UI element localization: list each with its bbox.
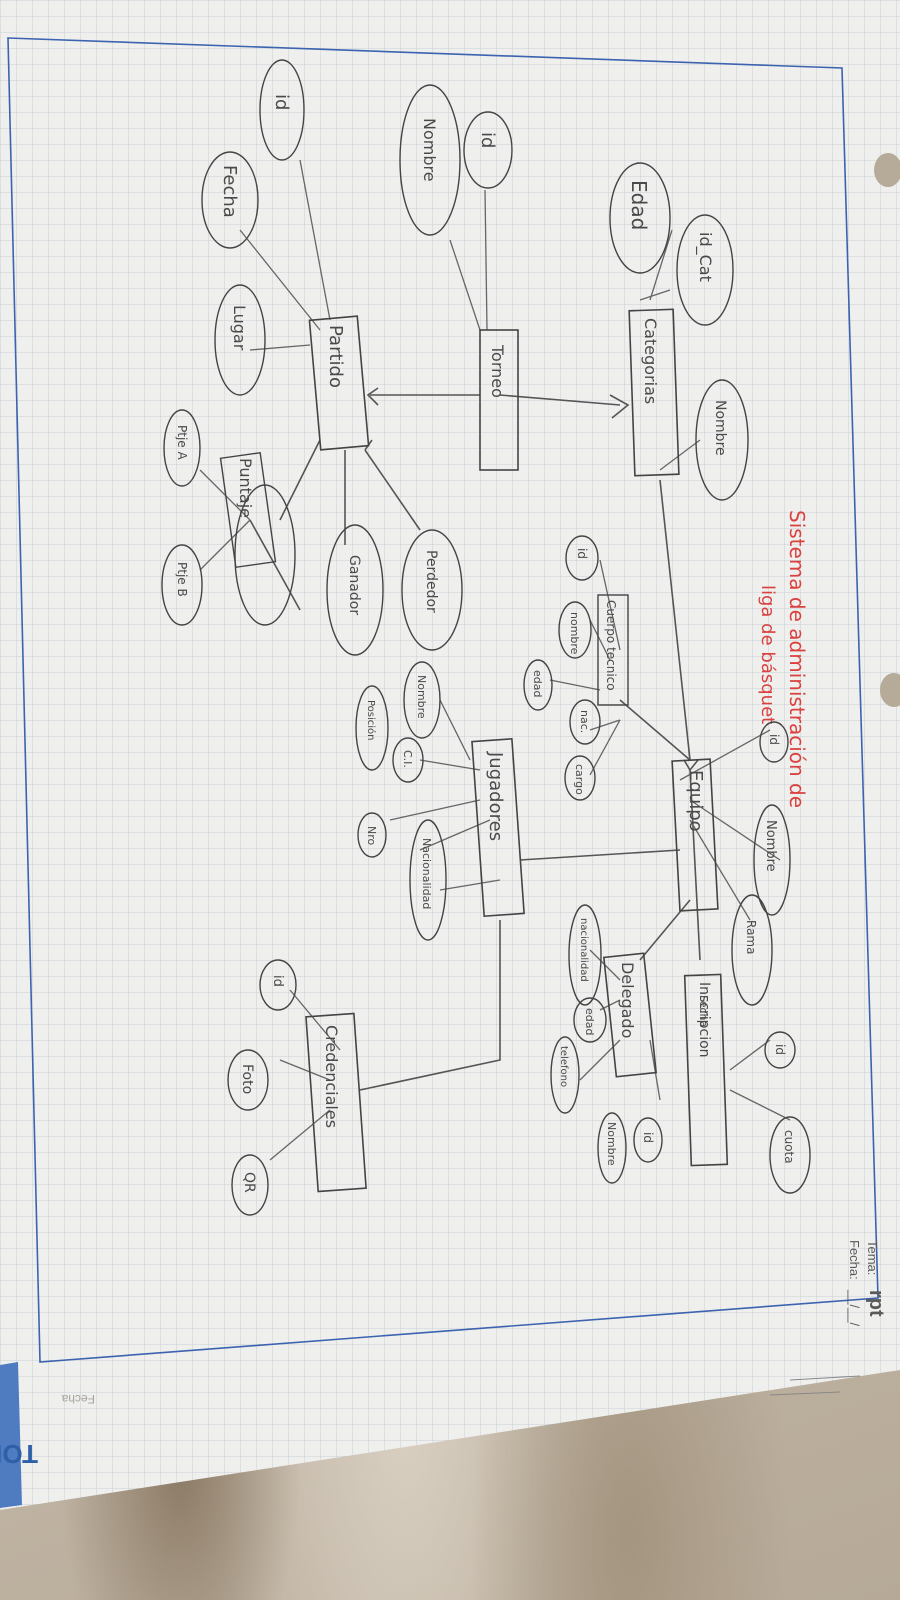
attr-ins-fecha: Fecha bbox=[697, 995, 710, 1027]
attr-equipo-id: id bbox=[767, 734, 781, 745]
attr-jug-ci: C.I. bbox=[401, 750, 414, 768]
tema-label: Tema: bbox=[865, 1240, 880, 1275]
attr-jug-nombre: Nombre bbox=[415, 675, 428, 719]
printed-header: Tema: Fecha: __/__/ rpt TOP Fecha bbox=[0, 1240, 887, 1469]
entity-categorias: Categorias bbox=[628, 308, 680, 477]
entity-credenciales-label: Credenciales bbox=[322, 1025, 341, 1128]
attr-ct-edad: edad bbox=[531, 670, 544, 697]
entity-jugadores: Jugadores bbox=[471, 737, 525, 918]
entity-puntaje-label: Puntaje bbox=[236, 458, 255, 518]
relationship-lines bbox=[249, 387, 701, 1091]
entity-inscripcion-label: Inscripcion bbox=[696, 982, 712, 1058]
entity-equipo: Equipo bbox=[671, 758, 719, 912]
attr-torneo-nombre: Nombre bbox=[420, 118, 439, 182]
attr-del-nombre: Nombre bbox=[605, 1122, 618, 1166]
attr-del-telefono: telefono bbox=[558, 1046, 569, 1087]
attr-jug-posicion: Posición bbox=[365, 700, 377, 741]
entity-puntaje: Puntaje bbox=[219, 451, 277, 569]
attr-jug-num: Nro bbox=[365, 826, 378, 846]
entity-cuerpo-tecnico: Cuerpo tecnico bbox=[597, 594, 629, 706]
punch-hole bbox=[880, 673, 900, 707]
margin-frame bbox=[7, 37, 879, 1363]
attribute-ovals bbox=[161, 59, 811, 1216]
attr-cred-id: id bbox=[270, 975, 285, 987]
entity-jugadores-label: Jugadores bbox=[485, 751, 506, 841]
diagram-title: Sistema de administración de liga de bás… bbox=[757, 510, 809, 808]
attr-categorias-nombre: Nombre bbox=[712, 400, 728, 456]
title-line-2: liga de básquet bbox=[757, 585, 778, 724]
entity-credenciales: Credenciales bbox=[305, 1012, 367, 1193]
entity-partido: Partido bbox=[308, 315, 370, 451]
attr-ct-id: id bbox=[575, 548, 589, 559]
attr-categorias-edad: Edad bbox=[627, 180, 651, 230]
attr-equipo-nombre: Nombre bbox=[763, 820, 778, 872]
attr-partido-ganador: Ganador bbox=[346, 555, 362, 615]
attr-cred-foto: Foto bbox=[239, 1064, 255, 1094]
attr-ins-id: id bbox=[773, 1044, 787, 1055]
attr-partido-perdedor: Perdedor bbox=[423, 550, 439, 613]
entity-equipo-label: Equipo bbox=[685, 770, 706, 832]
punch-hole bbox=[874, 153, 900, 187]
attr-ct-cargo: cargo bbox=[573, 764, 586, 795]
entity-delegado-label: Delegado bbox=[618, 962, 637, 1038]
attr-partido-lugar: Lugar bbox=[230, 305, 249, 351]
entity-cuerpo-tecnico-label: Cuerpo tecnico bbox=[604, 600, 618, 691]
title-line-1: Sistema de administración de bbox=[785, 510, 809, 808]
brand-logo: TOP bbox=[0, 1439, 38, 1469]
entity-categorias-label: Categorias bbox=[641, 318, 660, 404]
attr-puntaje-a: Ptje A bbox=[175, 425, 189, 460]
attr-partido-fecha: Fecha bbox=[219, 165, 240, 218]
attribute-labels: id_Cat Edad Nombre id Nombre id Fecha Lu… bbox=[175, 94, 796, 1193]
brand-stripe bbox=[0, 1362, 22, 1508]
brand-ghost: rpt bbox=[865, 1290, 887, 1317]
attr-jug-nacionalidad: Nacionalidad bbox=[420, 838, 433, 909]
attr-torneo-id: id bbox=[477, 132, 498, 148]
bleed-through-label: Fecha bbox=[61, 1392, 95, 1406]
attr-ct-nombre: nombre bbox=[568, 612, 581, 655]
attr-ins-cuota: cuota bbox=[782, 1130, 796, 1164]
entity-delegado: Delegado bbox=[602, 952, 658, 1078]
attr-partido-id: id bbox=[271, 94, 292, 110]
attr-del-edad: edad bbox=[583, 1008, 596, 1035]
attr-equipo-rama: Rama bbox=[744, 920, 758, 954]
entity-torneo-label: Torneo bbox=[488, 344, 507, 398]
attribute-lines bbox=[199, 159, 791, 1161]
entity-partido-label: Partido bbox=[325, 325, 346, 388]
attr-categorias-id: id_Cat bbox=[695, 232, 715, 282]
fecha-label: Fecha: bbox=[847, 1240, 862, 1280]
attr-del-id: id bbox=[641, 1132, 655, 1143]
attr-puntaje-b: Ptje B bbox=[175, 562, 189, 597]
attr-cred-qr: QR bbox=[241, 1172, 257, 1193]
attr-del-nacionalidad: nacionalidad bbox=[578, 918, 589, 982]
entity-inscripcion: Inscripcion bbox=[683, 973, 729, 1167]
attr-ct-nac: nac. bbox=[578, 710, 591, 733]
entity-torneo: Torneo bbox=[479, 329, 519, 471]
fecha-value: __/__/ bbox=[847, 1289, 862, 1327]
paper-grid bbox=[0, 0, 900, 1510]
